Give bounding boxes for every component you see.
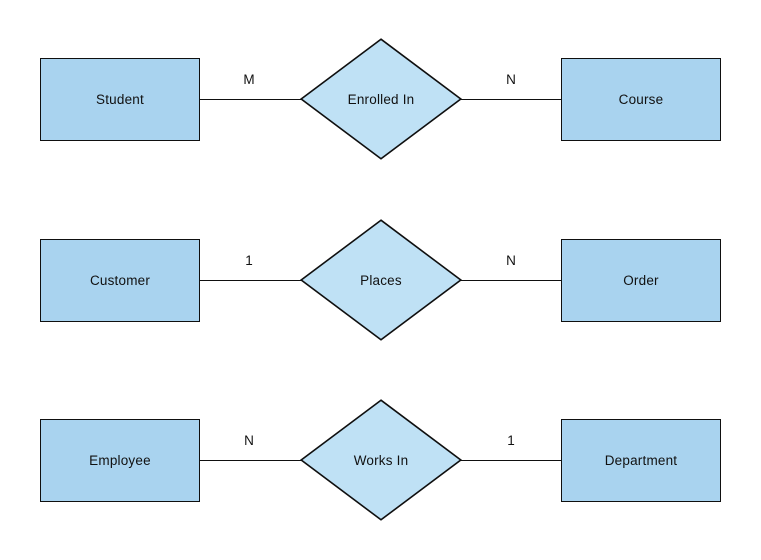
entity-label: Order xyxy=(623,273,659,288)
relationship-diamond[interactable]: Places xyxy=(300,219,462,341)
entity-box-left[interactable]: Employee xyxy=(40,419,200,502)
connector-line-left xyxy=(200,460,301,461)
entity-label: Customer xyxy=(89,273,151,288)
er-relationship-row: Customer 1 Places N Order xyxy=(0,181,761,361)
diamond-shape-icon xyxy=(300,219,462,341)
connector-line-right xyxy=(461,460,561,461)
entity-label: Department xyxy=(604,453,678,468)
cardinality-label-left: M xyxy=(243,72,255,87)
entity-label: Employee xyxy=(89,453,151,468)
connector-line-left xyxy=(200,280,301,281)
cardinality-label-right: 1 xyxy=(507,433,515,448)
entity-box-left[interactable]: Customer xyxy=(40,239,200,322)
entity-label: Course xyxy=(618,92,664,107)
entity-box-right[interactable]: Order xyxy=(561,239,721,322)
cardinality-label-right: N xyxy=(506,72,516,87)
relationship-diamond[interactable]: Works In xyxy=(300,399,462,521)
cardinality-label-left: N xyxy=(244,433,254,448)
connector-line-right xyxy=(461,99,561,100)
cardinality-label-left: 1 xyxy=(245,253,253,268)
relationship-diamond[interactable]: Enrolled In xyxy=(300,38,462,160)
entity-box-left[interactable]: Student xyxy=(40,58,200,141)
er-relationship-row: Employee N Works In 1 Department xyxy=(0,361,761,541)
connector-line-left xyxy=(200,99,301,100)
connector-line-right xyxy=(461,280,561,281)
entity-box-right[interactable]: Department xyxy=(561,419,721,502)
diamond-shape-icon xyxy=(300,399,462,521)
entity-label: Student xyxy=(96,92,144,107)
er-relationship-row: Student M Enrolled In N Course xyxy=(0,0,761,180)
diamond-shape-icon xyxy=(300,38,462,160)
cardinality-label-right: N xyxy=(506,253,516,268)
entity-box-right[interactable]: Course xyxy=(561,58,721,141)
